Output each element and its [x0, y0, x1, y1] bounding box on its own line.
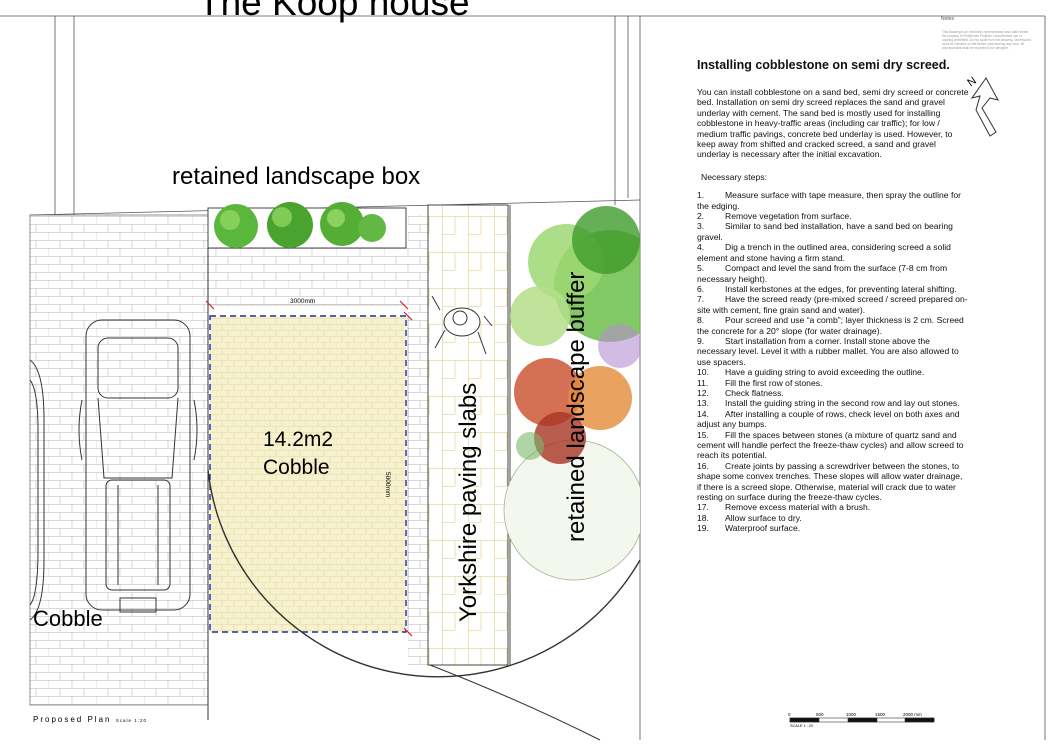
step-item: 19.Waterproof surface.	[697, 523, 801, 534]
scale-label-500: 500	[816, 712, 824, 717]
brick-paving-top	[208, 248, 408, 306]
steps-list: 1.Measure surface with tape measure, the…	[697, 190, 969, 533]
dimension-width	[205, 300, 409, 310]
paving-label: Yorkshire paving slabs	[455, 382, 482, 622]
north-arrow-icon	[970, 77, 999, 137]
cobble-boundary	[209, 315, 407, 633]
step-item: 2.Remove vegetation from surface.	[697, 211, 852, 222]
step-item: 5.Compact and level the sand from the su…	[697, 263, 948, 284]
scale-label-1000: 1000	[846, 712, 857, 717]
brick-paving-right	[408, 215, 430, 665]
plan-title-text: Proposed Plan	[33, 715, 112, 724]
step-item: 14.After installing a couple of rows, ch…	[697, 408, 960, 430]
scale-label-1500: 1500	[875, 712, 886, 717]
landscape-buffer-planting	[503, 206, 640, 581]
house-outline	[0, 15, 1046, 740]
landscape-box-label: retained landscape box	[172, 163, 421, 190]
step-item: 3.Similar to sand bed installation, have…	[697, 221, 953, 242]
second-car-edge	[29, 359, 45, 621]
buffer-label: retained landscape buffer	[563, 271, 590, 542]
brick-paving-left	[29, 214, 209, 706]
house-title: The Koop house	[198, 0, 470, 23]
notes-label: Notes	[941, 16, 955, 22]
step-item: 1.Measure surface with tape measure, the…	[697, 190, 961, 211]
sweep-arc	[207, 469, 641, 678]
step-item: 11.Fill the first row of stones.	[697, 377, 823, 388]
scale-label-2000: 2000 mm	[903, 712, 922, 717]
left-material-label: Cobble	[33, 606, 103, 631]
sweep-arc-bottom	[429, 664, 601, 741]
car-outline	[78, 319, 198, 613]
step-item: 17.Remove excess material with a brush.	[697, 502, 871, 513]
scale-label-0: 0	[788, 712, 791, 717]
step-item: 12.Check flatness.	[697, 387, 784, 398]
cobble-area	[210, 316, 406, 632]
plan-scale: Scale 1:20	[115, 718, 147, 723]
notes-title: Installing cobblestone on semi dry scree…	[697, 58, 950, 72]
installation-notes: Installing cobblestone on semi dry scree…	[697, 58, 969, 534]
person-figure	[431, 295, 493, 355]
step-item: 9.Start installation from a corner. Inst…	[697, 335, 959, 367]
scale-bar	[789, 717, 935, 723]
notes-intro: You can install cobblestone on a sand be…	[697, 87, 969, 160]
height-dimension-label: 5000mm	[384, 472, 391, 498]
step-item: 16.Create joints by passing a screwdrive…	[697, 460, 963, 503]
paving-slab-strip	[427, 204, 509, 666]
legal-note: This Drawing is an electronic representa…	[942, 30, 1031, 50]
steps-title: Necessary steps:	[701, 171, 767, 182]
landscape-box-shrubs	[214, 202, 386, 248]
plan-title: Proposed Plan Scale 1:20	[33, 715, 147, 724]
area-material-label: Cobble	[263, 456, 330, 479]
step-item: 8.Pour screed and use “a comb”; layer th…	[697, 315, 964, 336]
step-item: 4.Dig a trench in the outlined area, con…	[697, 242, 951, 263]
step-item: 6.Install kerbstones at the edges, for p…	[697, 283, 957, 294]
scale-note: SCALE 1 : 20	[790, 724, 814, 728]
step-item: 13.Install the guiding string in the sec…	[697, 398, 960, 409]
step-item: 18.Allow surface to dry.	[697, 512, 802, 523]
step-item: 15.Fill the spaces between stones (a mix…	[697, 429, 964, 461]
width-dimension-label: 3000mm	[290, 298, 316, 305]
dimension-height	[403, 311, 413, 637]
area-label: 14.2m2	[263, 428, 334, 451]
step-item: 10.Have a guiding string to avoid exceed…	[697, 367, 925, 378]
step-item: 7.Have the screed ready (pre-mixed scree…	[697, 294, 968, 315]
